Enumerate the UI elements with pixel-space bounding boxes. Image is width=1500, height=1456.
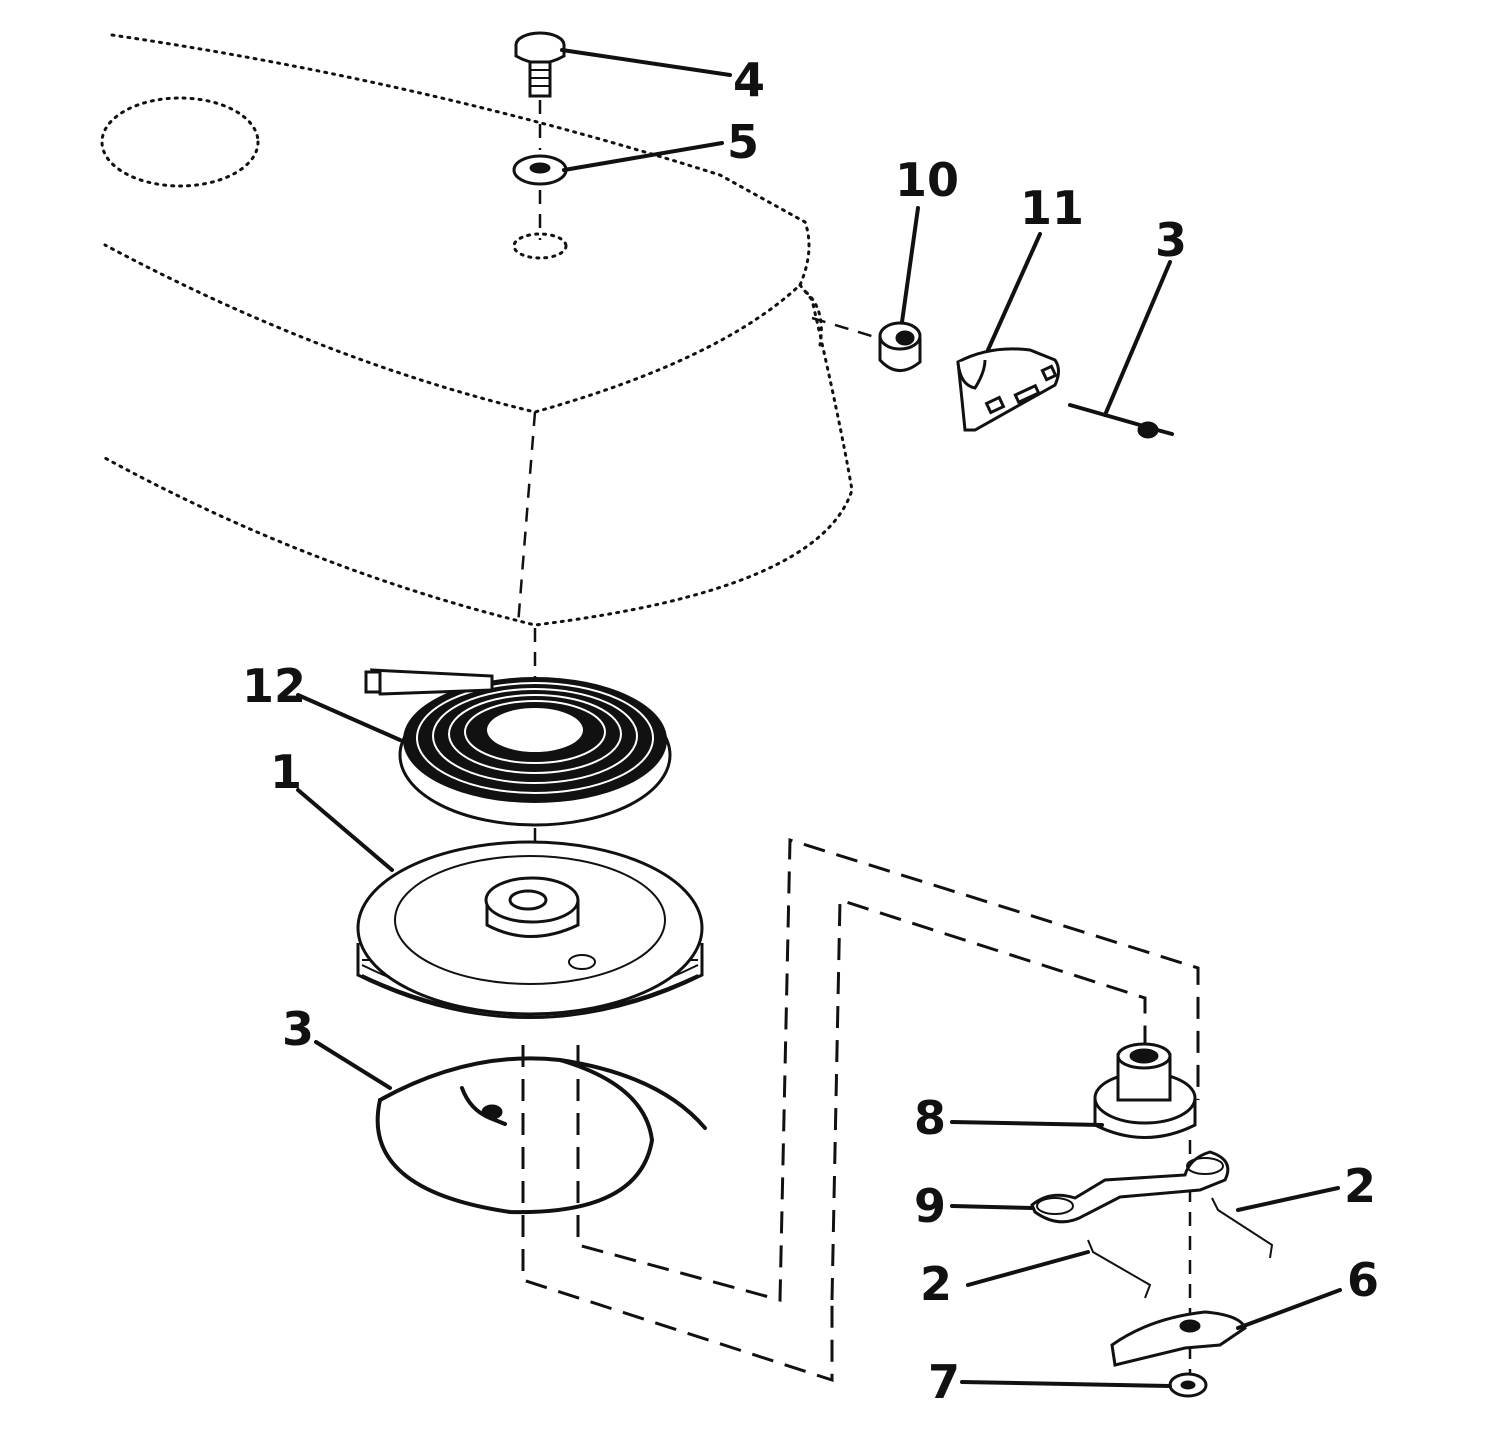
part-10-bushing xyxy=(811,316,922,372)
part-4-screw xyxy=(514,31,566,150)
callout-6: 6 xyxy=(1347,1253,1379,1307)
callout-8: 8 xyxy=(914,1091,946,1145)
part-3-rope-end xyxy=(1068,403,1174,439)
callout-1: 1 xyxy=(270,745,302,799)
part-9-retainer xyxy=(1030,1150,1230,1224)
callout-12: 12 xyxy=(242,659,306,713)
callout-5: 5 xyxy=(727,115,759,169)
part-8-spool xyxy=(1093,1042,1197,1139)
callout-9: 9 xyxy=(914,1179,946,1233)
part-2-springs xyxy=(1087,1197,1274,1299)
callouts: 4 5 10 11 3 12 1 3 8 9 2 2 6 7 xyxy=(242,53,1379,1409)
engine-cover-outline xyxy=(100,33,854,627)
part-11-handle xyxy=(956,347,1060,432)
part-5-washer xyxy=(512,154,568,240)
callout-11: 11 xyxy=(1020,181,1084,235)
callout-7: 7 xyxy=(928,1355,960,1409)
leader-lines xyxy=(296,48,1342,1388)
callout-2-right: 2 xyxy=(1344,1159,1376,1213)
callout-4: 4 xyxy=(733,53,765,107)
part-12-recoil-spring xyxy=(364,628,672,880)
part-6-pawl xyxy=(1110,1310,1247,1367)
callout-2-left: 2 xyxy=(920,1257,952,1311)
callout-3-top: 3 xyxy=(1155,213,1187,267)
callout-10: 10 xyxy=(895,153,959,207)
part-7-nut xyxy=(1168,1372,1208,1398)
part-3-rope xyxy=(375,1056,707,1215)
callout-3-bottom: 3 xyxy=(282,1002,314,1056)
part-1-pulley xyxy=(356,840,704,1019)
